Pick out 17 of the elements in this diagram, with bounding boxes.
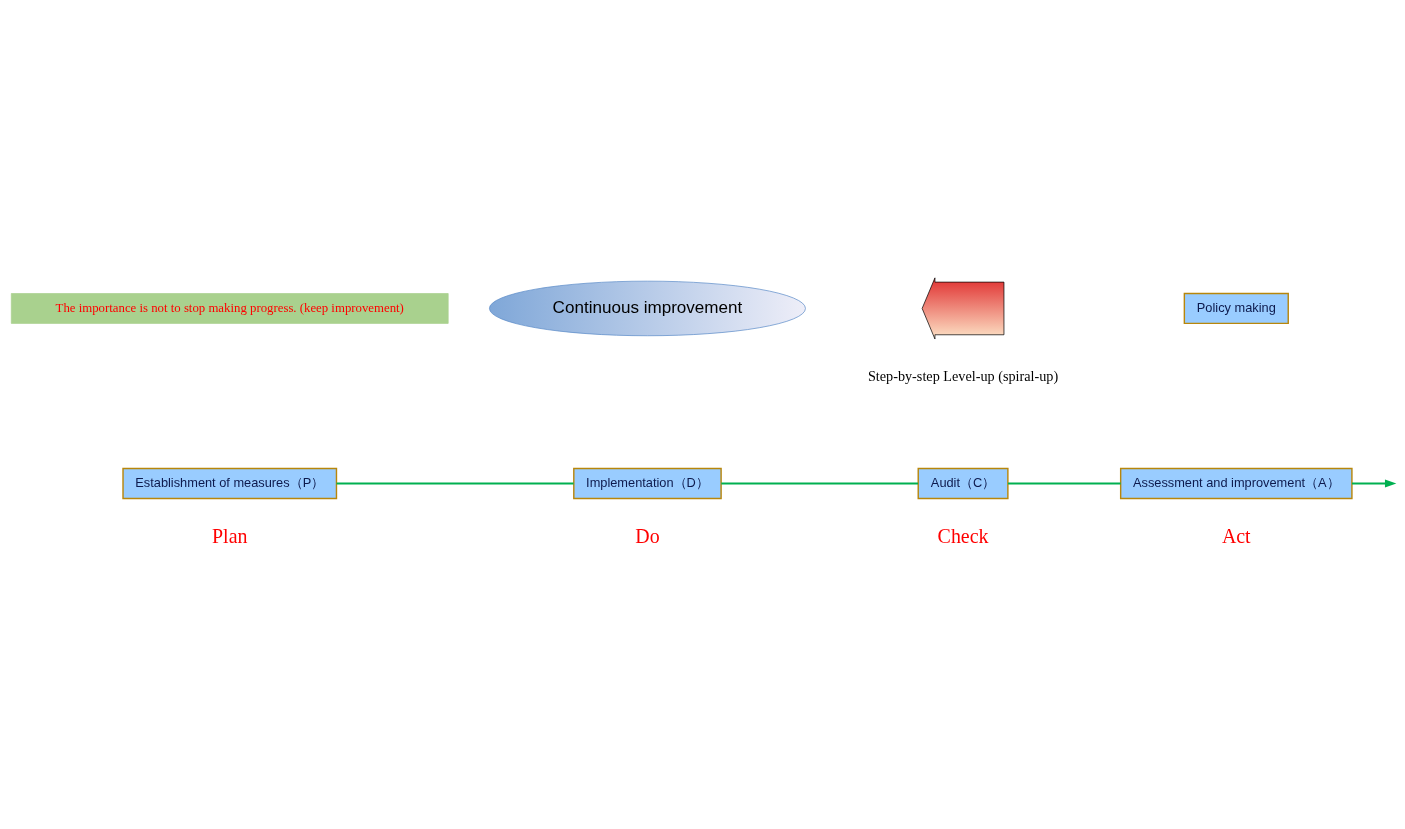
node-label: Step-by-step Level-up (spiral-up) [867,367,1059,384]
node-ellipse: Continuous improvement [489,280,806,336]
node-box: Establishment of measures（P） [122,467,338,499]
node-label: Act [1221,524,1251,547]
connector [721,481,919,485]
node-label: Do [635,524,660,547]
node-box: Audit（C） [917,467,1009,499]
connector [1008,481,1121,485]
node-box: Assessment and improvement（A） [1119,467,1353,499]
node-label: Check [937,524,989,547]
arrow [1351,479,1397,487]
node-arrow [921,277,1005,339]
node-box: Implementation（D） [573,467,722,499]
node-box: Policy making [1183,292,1289,324]
node-label: Plan [212,524,248,547]
connector [336,481,574,485]
node-box: The importance is not to stop making progress. (keep improvement) [10,292,449,324]
